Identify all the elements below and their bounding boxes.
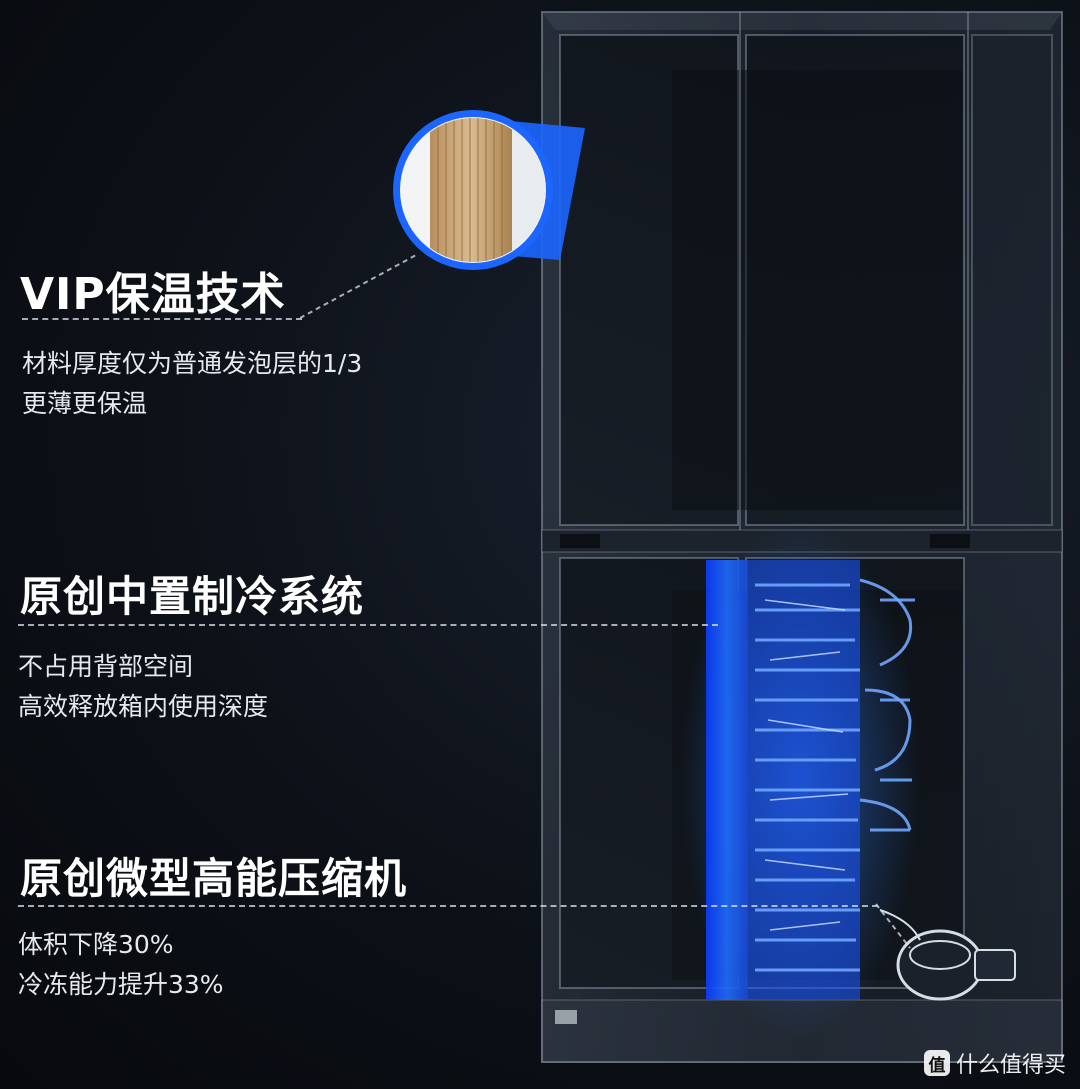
- feature-vip-insulation: VIP保温技术 材料厚度仅为普通发泡层的1/3 更薄更保温: [20, 258, 362, 418]
- feature-description: 材料厚度仅为普通发泡层的1/3 更薄更保温: [22, 344, 362, 424]
- feature-title: 原创中置制冷系统: [20, 572, 365, 621]
- leader-line-compressor-diagonal: [875, 903, 911, 949]
- leader-line-vip: [22, 318, 302, 320]
- feature-line: 材料厚度仅为普通发泡层的1/3: [22, 349, 363, 378]
- feature-line: 体积下降30%: [18, 930, 174, 959]
- leader-line-compressor: [18, 905, 878, 907]
- feature-title: VIP保温技术: [20, 269, 286, 320]
- feature-description: 不占用背部空间 高效释放箱内使用深度: [18, 647, 268, 727]
- feature-micro-compressor: 原创微型高能压缩机 体积下降30% 冷冻能力提升33%: [18, 845, 408, 999]
- compressor: [879, 909, 1016, 1001]
- feature-line: 不占用背部空间: [18, 652, 194, 681]
- insulation-zoom-bubble: [393, 110, 585, 270]
- watermark-logo-icon: 值: [923, 1050, 950, 1076]
- watermark-text: 什么值得买: [955, 1053, 1066, 1078]
- feature-title: 原创微型高能压缩机: [20, 854, 408, 903]
- feature-line: 更薄更保温: [22, 389, 148, 418]
- feature-line: 冷冻能力提升33%: [18, 970, 224, 999]
- feature-line: 高效释放箱内使用深度: [18, 692, 269, 721]
- leader-line-vip-diagonal: [300, 253, 419, 319]
- feature-central-cooling: 原创中置制冷系统 不占用背部空间 高效释放箱内使用深度: [18, 563, 365, 721]
- cooling-system: [680, 520, 920, 1040]
- leader-line-cooling: [18, 624, 718, 626]
- feature-description: 体积下降30% 冷冻能力提升33%: [18, 925, 224, 1005]
- watermark: 值 什么值得买: [923, 1047, 1066, 1079]
